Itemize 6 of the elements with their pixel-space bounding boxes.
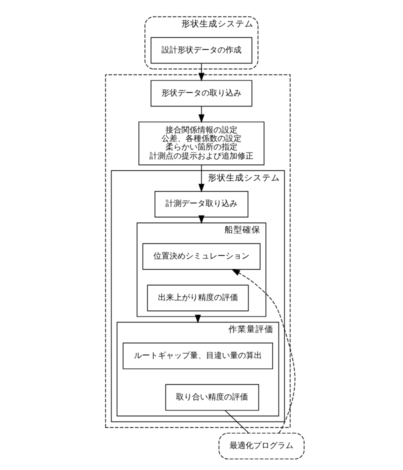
connector — [224, 410, 248, 434]
arrow — [198, 164, 204, 192]
cluster — [104, 74, 290, 428]
arrow — [198, 106, 204, 123]
arrow — [230, 268, 295, 434]
arrow — [198, 62, 204, 82]
